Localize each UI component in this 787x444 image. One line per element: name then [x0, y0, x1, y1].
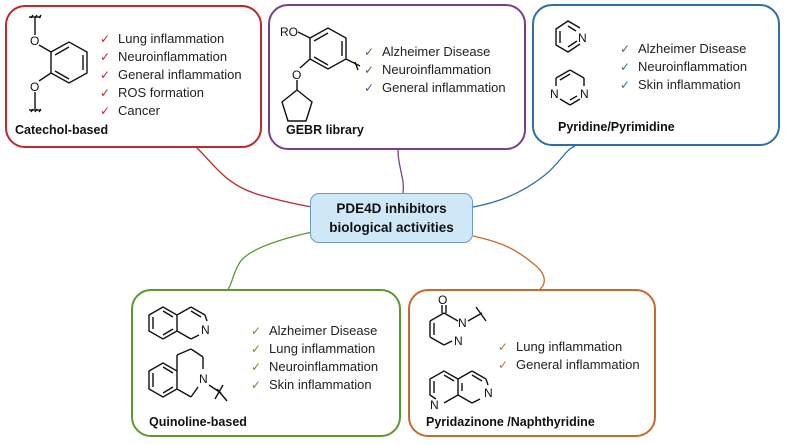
- activity-item: ✓ General inflammation: [100, 66, 242, 84]
- activity-item: ✓ Alzheimer Disease: [364, 43, 506, 61]
- activity-item: ✓ Skin inflammation: [251, 376, 378, 394]
- check-icon: ✓: [251, 342, 262, 356]
- quinoline-nitrogen: N: [201, 323, 210, 337]
- activity-item: ✓ General inflammation: [498, 356, 640, 374]
- card-title-quinoline: Quinoline-based: [149, 415, 247, 429]
- activity-item: ✓ Neuroinflammation: [620, 58, 747, 76]
- pyridine-activity-list: ✓ Alzheimer Disease ✓ Neuroinflammation ✓ S…: [620, 40, 747, 94]
- naphthyridine-nitrogen-1: N: [430, 398, 439, 412]
- card-gebr: RO O ✓ Alzheimer Disease ✓ Neuroinflammati…: [268, 4, 526, 150]
- pyrimidine-nitrogen-right: N: [580, 87, 589, 101]
- activity-item: ✓ ROS formation: [100, 84, 242, 102]
- naphthyridine-structure: N N: [429, 370, 493, 412]
- check-icon: ✓: [100, 104, 111, 118]
- activity-label: Alzheimer Disease: [269, 323, 378, 338]
- pyridazinone-nitrogen-2: N: [454, 334, 463, 348]
- check-icon: ✓: [251, 360, 262, 374]
- check-icon: ✓: [364, 63, 375, 77]
- catechol-structure: O O: [29, 14, 88, 113]
- check-icon: ✓: [498, 340, 509, 354]
- activity-label: General inflammation: [382, 80, 506, 95]
- pyridazinone-nitrogen-1: N: [458, 316, 467, 330]
- activity-item: ✓ Neuroinflammation: [364, 61, 506, 79]
- activity-label: Skin inflammation: [269, 377, 372, 392]
- activity-label: Neuroinflammation: [638, 59, 748, 74]
- check-icon: ✓: [100, 32, 111, 46]
- card-title-pyridazinone: Pyridazinone /Naphthyridine: [426, 415, 595, 429]
- check-icon: ✓: [100, 50, 111, 64]
- activity-item: ✓ Skin inflammation: [620, 76, 747, 94]
- activity-label: General inflammation: [516, 357, 640, 372]
- activity-label: Alzheimer Disease: [382, 44, 491, 59]
- activity-item: ✓ Cancer: [100, 102, 242, 120]
- connector-catechol: [194, 145, 313, 208]
- pyridine-nitrogen: N: [578, 31, 587, 45]
- activity-label: ROS formation: [118, 85, 204, 100]
- activity-label: Neuroinflammation: [269, 359, 379, 374]
- activity-label: Lung inflammation: [118, 31, 225, 46]
- connector-quinoline: [227, 231, 313, 290]
- gebr-oxygen-label: O: [292, 68, 301, 82]
- check-icon: ✓: [498, 358, 509, 372]
- activity-item: ✓ General inflammation: [364, 79, 506, 97]
- center-line-2: biological activities: [329, 220, 454, 235]
- pyridazinone-structure: O N N: [429, 293, 487, 348]
- pyridazinone-oxygen: O: [438, 293, 447, 307]
- card-quinoline: N N ✓ Alzheimer Disease ✓ Lung inflammatio…: [131, 289, 401, 437]
- pyrimidine-structure: N N: [550, 69, 589, 106]
- check-icon: ✓: [620, 42, 631, 56]
- activity-item: ✓ Alzheimer Disease: [620, 40, 747, 58]
- catechol-activity-list: ✓ Lung inflammation ✓ Neuroinflammation ✓ G…: [100, 30, 242, 120]
- check-icon: ✓: [364, 45, 375, 59]
- gebr-ro-label: RO: [280, 25, 298, 39]
- activity-item: ✓ Lung inflammation: [498, 338, 640, 356]
- pyrimidine-nitrogen-left: N: [550, 87, 559, 101]
- pyridine-structure: N: [555, 20, 587, 53]
- activity-label: Alzheimer Disease: [638, 41, 747, 56]
- check-icon: ✓: [251, 378, 262, 392]
- activity-item: ✓ Neuroinflammation: [251, 358, 378, 376]
- tetrahydroisoquinoline-nitrogen: N: [199, 372, 208, 386]
- activity-label: Skin inflammation: [638, 77, 741, 92]
- check-icon: ✓: [100, 86, 111, 100]
- card-title-pyridine: Pyridine/Pyrimidine: [558, 120, 675, 134]
- connector-gebr: [397, 149, 405, 194]
- center-node: PDE4D inhibitors biological activities: [310, 193, 473, 243]
- catechol-oxygen-bottom: O: [30, 80, 39, 94]
- connector-pyridine: [472, 145, 576, 208]
- naphthyridine-nitrogen-2: N: [484, 386, 493, 400]
- check-icon: ✓: [364, 81, 375, 95]
- activity-label: Lung inflammation: [269, 341, 376, 356]
- check-icon: ✓: [620, 60, 631, 74]
- card-title-gebr: GEBR library: [286, 123, 364, 137]
- activity-item: ✓ Lung inflammation: [100, 30, 242, 48]
- gebr-activity-list: ✓ Alzheimer Disease ✓ Neuroinflammation ✓ G…: [364, 43, 506, 97]
- activity-item: ✓ Alzheimer Disease: [251, 322, 378, 340]
- connector-pyridazinone: [472, 235, 545, 290]
- catechol-oxygen-top: O: [30, 34, 39, 48]
- check-icon: ✓: [620, 78, 631, 92]
- activity-label: Neuroinflammation: [118, 49, 228, 64]
- quinoline-activity-list: ✓ Alzheimer Disease ✓ Lung inflammation ✓ N…: [251, 322, 378, 394]
- tetrahydroisoquinoline-structure: N: [148, 348, 228, 402]
- activity-label: Neuroinflammation: [382, 62, 492, 77]
- quinoline-structure: N: [148, 306, 210, 340]
- activity-label: General inflammation: [118, 67, 242, 82]
- check-icon: ✓: [100, 68, 111, 82]
- card-catechol: O O ✓ Lung inflammation ✓ Neuroinflammatio…: [5, 5, 262, 148]
- card-pyridazinone: O N N N N ✓ Lung inflammation ✓ General in…: [408, 289, 656, 437]
- activity-label: Cancer: [118, 103, 160, 118]
- check-icon: ✓: [251, 324, 262, 338]
- card-title-catechol: Catechol-based: [15, 123, 109, 137]
- gebr-structure: RO O: [280, 25, 361, 122]
- card-pyridine: N N N ✓ Alzheimer Disease ✓ Neuroinflammat…: [532, 4, 780, 146]
- activity-item: ✓ Neuroinflammation: [100, 48, 242, 66]
- center-line-1: PDE4D inhibitors: [336, 201, 447, 216]
- activity-item: ✓ Lung inflammation: [251, 340, 378, 358]
- pyridazinone-activity-list: ✓ Lung inflammation ✓ General inflammation: [498, 338, 640, 374]
- activity-label: Lung inflammation: [516, 339, 623, 354]
